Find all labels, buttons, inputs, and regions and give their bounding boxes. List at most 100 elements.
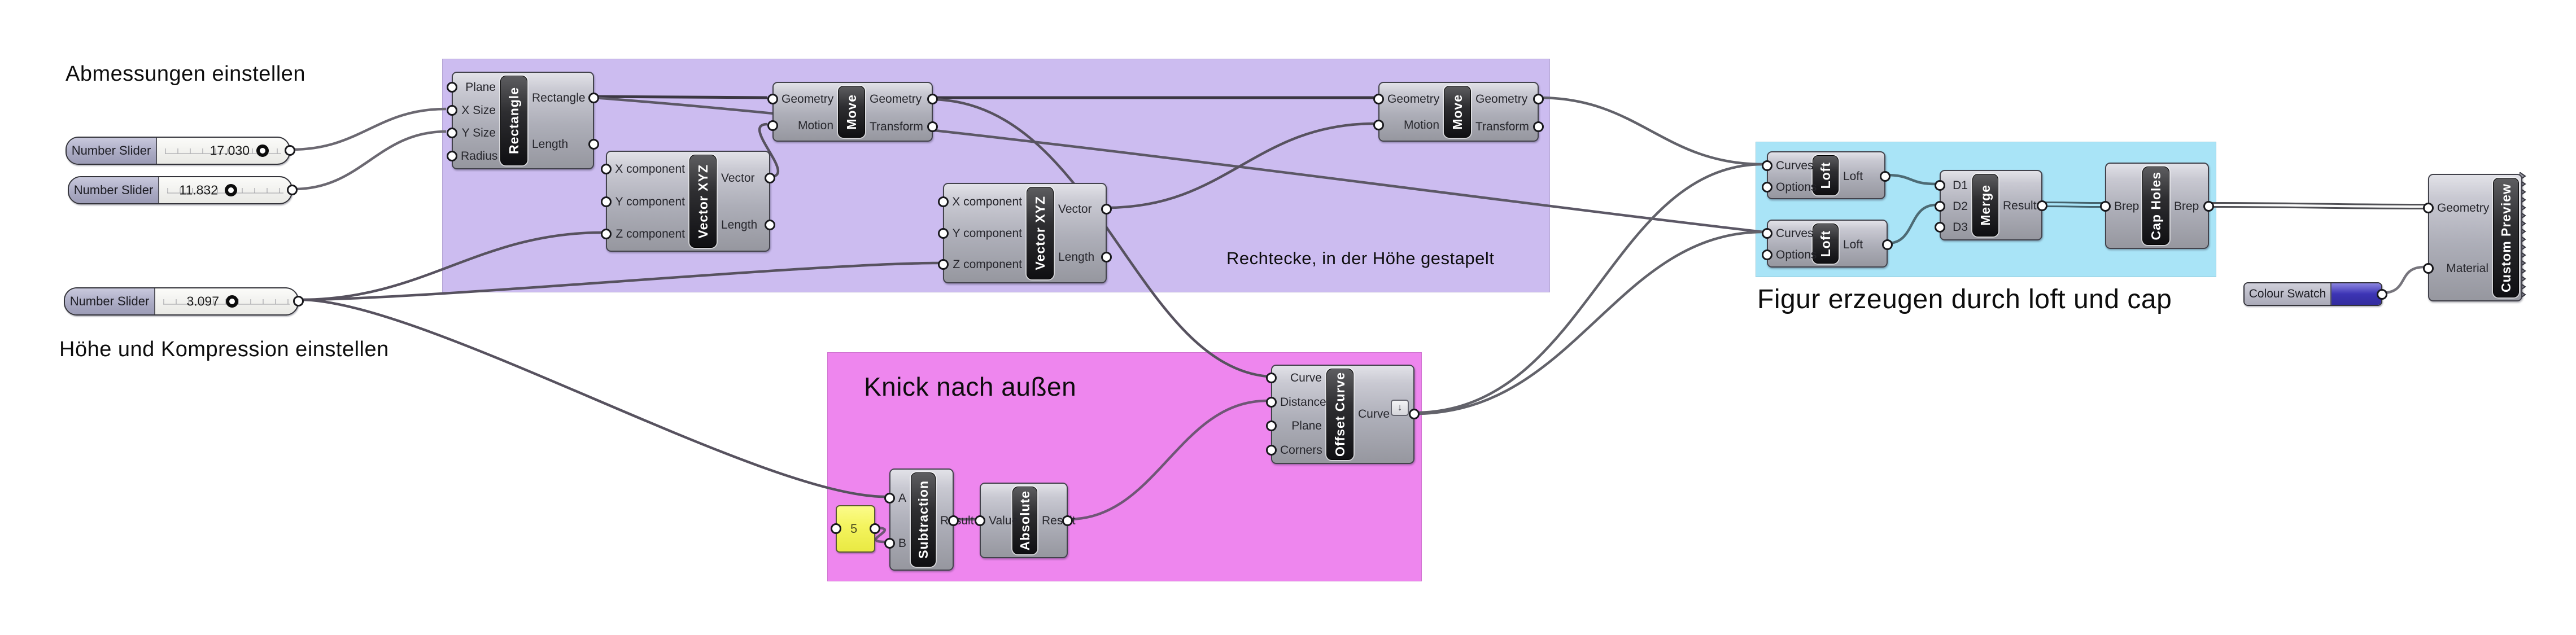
move-1-input-geometry[interactable]: [767, 94, 778, 104]
slider-output-port[interactable]: [285, 145, 295, 156]
wire-slider3-to-vec2-z[interactable]: [299, 261, 940, 301]
panel-input-port[interactable]: [831, 523, 841, 534]
slider-rail[interactable]: 11.832: [159, 177, 291, 203]
slider-rail[interactable]: 17.030: [157, 138, 289, 164]
merge-input-d1[interactable]: [1935, 180, 1945, 191]
vector-xyz-2-input-z-component[interactable]: [938, 259, 949, 270]
wire-slider3-to-vec1-z[interactable]: [299, 231, 602, 301]
offset-curve-output-curve[interactable]: [1409, 409, 1420, 419]
cap-holes-output-brep[interactable]: [2203, 201, 2214, 212]
move-2-input-geometry[interactable]: [1373, 94, 1384, 104]
panel-output-port[interactable]: [870, 523, 880, 534]
wire-offset-to-loft2[interactable]: [1414, 230, 1764, 415]
move-2-output-transform[interactable]: [1533, 121, 1544, 132]
caption-stacked-rectangles: Rechtecke, in der Höhe gestapelt: [1226, 248, 1495, 268]
absolute-input-value[interactable]: [975, 515, 985, 526]
wire-slider1-to-xsize[interactable]: [291, 107, 447, 151]
subtraction-output-result[interactable]: [948, 515, 959, 526]
loft-1-input-curves[interactable]: [1762, 160, 1772, 171]
slider-handle[interactable]: [256, 144, 269, 157]
slider-handle[interactable]: [226, 295, 238, 308]
component-subtraction[interactable]: SubtractionABResult: [884, 468, 974, 571]
rectangle-output-rectangle[interactable]: [588, 93, 599, 103]
rectangle-input-plane[interactable]: [447, 82, 457, 93]
custom-preview-input-geometry[interactable]: [2423, 203, 2434, 213]
swatch-color[interactable]: [2332, 283, 2381, 305]
move-2-output-geometry[interactable]: [1533, 94, 1544, 104]
rectangle-input-x-size[interactable]: [447, 105, 457, 116]
absolute-output-result[interactable]: [1062, 515, 1073, 526]
colour-swatch[interactable]: Colour Swatch: [2243, 282, 2387, 306]
rectangle-input-radius[interactable]: [447, 151, 457, 161]
move-1-input-motion[interactable]: [767, 120, 778, 131]
slider-output-port[interactable]: [293, 296, 304, 306]
merge-input-d3[interactable]: [1935, 222, 1945, 233]
vector-xyz-2-output-length[interactable]: [1101, 252, 1112, 262]
vector-xyz-1-output-vector[interactable]: [765, 173, 775, 183]
wire-panel-to-subtraction-b[interactable]: [875, 526, 886, 544]
swatch-output-port[interactable]: [2377, 289, 2387, 300]
loft-1-output-loft[interactable]: [1880, 171, 1890, 182]
offset-curve-input-plane[interactable]: [1266, 421, 1277, 431]
vector-xyz-1-output-length[interactable]: [765, 220, 775, 230]
wire-slider2-to-ysize[interactable]: [293, 130, 447, 191]
vector-xyz-1-input-z-component[interactable]: [601, 229, 612, 239]
wire-move2-to-loft1[interactable]: [1538, 96, 1764, 166]
offset-curve-input-curve[interactable]: [1266, 373, 1277, 383]
slider-handle[interactable]: [225, 184, 237, 196]
panel-value[interactable]: 5: [831, 505, 880, 553]
vector-xyz-1-input-y-component[interactable]: [601, 196, 612, 207]
wire-absolute-to-offset-distance[interactable]: [1067, 399, 1268, 521]
wire-swatch-to-material[interactable]: [2381, 265, 2425, 295]
offset-curve-input-corners[interactable]: [1266, 445, 1277, 456]
wire-vec1-to-move1-motion[interactable]: [758, 122, 780, 178]
slider-rail[interactable]: 3.097: [155, 288, 298, 314]
subtraction-input-a[interactable]: [884, 493, 895, 503]
move-1-output-transform[interactable]: [927, 121, 938, 132]
merge-output-result[interactable]: [2037, 200, 2047, 211]
loft-2-input-curves[interactable]: [1762, 228, 1772, 239]
cap-holes-input-brep[interactable]: [2100, 201, 2111, 212]
move-1-output-geometry[interactable]: [927, 94, 938, 104]
wire-loft1-to-merge-d1[interactable]: [1885, 173, 1937, 186]
subtraction-input-b[interactable]: [884, 538, 895, 549]
vector-xyz-2-input-x-component[interactable]: [938, 196, 949, 207]
slider-output-port[interactable]: [287, 185, 298, 195]
wire-rectangle-to-loft2[interactable]: [593, 96, 1764, 234]
loft-2-input-options[interactable]: [1762, 249, 1772, 260]
loft-2-output-loft[interactable]: [1882, 239, 1893, 250]
merge-input-d2[interactable]: [1935, 201, 1945, 212]
vector-xyz-1-input-x-component[interactable]: [601, 164, 612, 174]
wire-slider3-to-subtraction-a[interactable]: [299, 298, 886, 498]
loft-1-input-options[interactable]: [1762, 182, 1772, 192]
vector-xyz-2-input-y-component[interactable]: [938, 228, 949, 239]
wire-rectangle-to-move1[interactable]: [593, 95, 768, 99]
move-2-input-motion[interactable]: [1373, 120, 1384, 130]
rectangle-output-length[interactable]: [588, 139, 599, 150]
wire-loft2-to-merge-d2[interactable]: [1887, 203, 1937, 245]
wire-offset-to-loft1[interactable]: [1414, 163, 1764, 414]
expand-output-icon[interactable]: ↓: [1391, 399, 1409, 416]
wire-vec2-to-move2-motion[interactable]: [1106, 122, 1376, 209]
wire-move1-to-offset-curve[interactable]: [932, 98, 1268, 378]
custom-preview-input-material[interactable]: [2423, 263, 2434, 274]
vector-xyz-2-output-vector[interactable]: [1101, 204, 1112, 214]
rectangle-input-y-size[interactable]: [447, 128, 457, 138]
offset-curve-input-distance[interactable]: [1266, 397, 1277, 408]
